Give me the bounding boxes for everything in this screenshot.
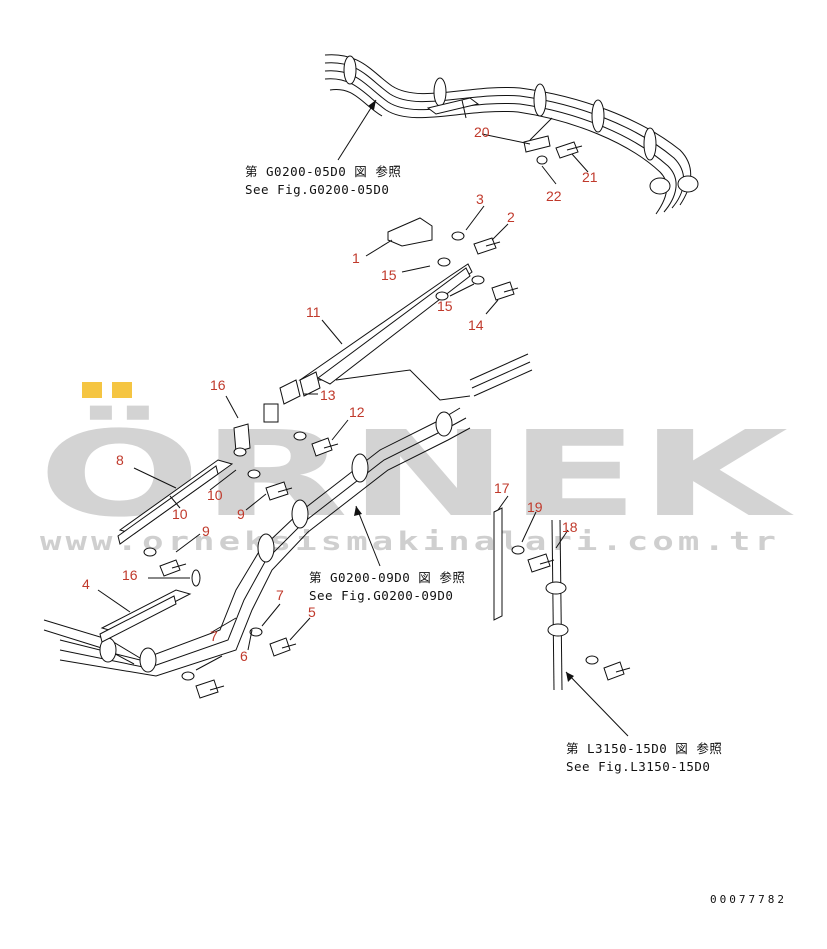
callout-10b: 10 <box>207 487 223 503</box>
callout-16b: 16 <box>122 567 138 583</box>
callout-12: 12 <box>349 404 365 420</box>
reference-2-jp: 第 G0200-09D0 図 参照 <box>309 570 465 585</box>
watermark-umlaut-dot-right <box>112 382 132 398</box>
reference-3-jp: 第 L3150-15D0 図 参照 <box>566 741 722 756</box>
top-hose-bundle <box>324 54 699 215</box>
callout-20: 20 <box>474 124 490 140</box>
callout-13: 13 <box>320 387 336 403</box>
reference-3-en: See Fig.L3150-15D0 <box>566 759 710 774</box>
callout-7b: 7 <box>210 628 218 644</box>
watermark-url: www.orneksismakinalari.com.tr <box>40 527 780 557</box>
callout-6: 6 <box>240 648 248 664</box>
callout-3: 3 <box>476 191 484 207</box>
reference-1-en: See Fig.G0200-05D0 <box>245 182 389 197</box>
callout-18: 18 <box>562 519 578 535</box>
reference-1-jp: 第 G0200-05D0 図 参照 <box>245 164 401 179</box>
callout-19: 19 <box>527 499 543 515</box>
watermark: ÖRNEK www.orneksismakinalari.com.tr <box>38 382 795 557</box>
watermark-brand: ÖRNEK <box>38 405 795 543</box>
watermark-umlaut-dot-left <box>82 382 102 398</box>
callout-17: 17 <box>494 480 510 496</box>
reference-arrows <box>337 99 629 737</box>
callout-22: 22 <box>546 188 562 204</box>
callout-10a: 10 <box>172 506 188 522</box>
callout-labels: 1 2 3 4 5 6 7 7 8 9 9 10 10 11 12 13 14 … <box>82 124 598 664</box>
middle-hose-line <box>43 353 533 677</box>
callout-16a: 16 <box>210 377 226 393</box>
callout-7a: 7 <box>276 587 284 603</box>
upper-bracket-assembly <box>263 217 519 423</box>
callout-8: 8 <box>116 452 124 468</box>
callout-1: 1 <box>352 250 360 266</box>
callout-2: 2 <box>507 209 515 225</box>
callout-15a: 15 <box>381 267 397 283</box>
callout-9a: 9 <box>202 523 210 539</box>
callout-4: 4 <box>82 576 90 592</box>
callout-15b: 15 <box>437 298 453 314</box>
lower-left-brackets <box>99 423 339 699</box>
document-number: 00077782 <box>710 893 787 906</box>
callout-21: 21 <box>582 169 598 185</box>
callout-14: 14 <box>468 317 484 333</box>
figure-references: 第 G0200-05D0 図 参照 See Fig.G0200-05D0 第 G… <box>245 164 722 774</box>
callout-9b: 9 <box>237 506 245 522</box>
leader-lines <box>97 133 589 671</box>
callout-11: 11 <box>306 304 321 320</box>
reference-2-en: See Fig.G0200-09D0 <box>309 588 453 603</box>
right-bracket-assembly <box>493 507 631 691</box>
callout-5: 5 <box>308 604 316 620</box>
